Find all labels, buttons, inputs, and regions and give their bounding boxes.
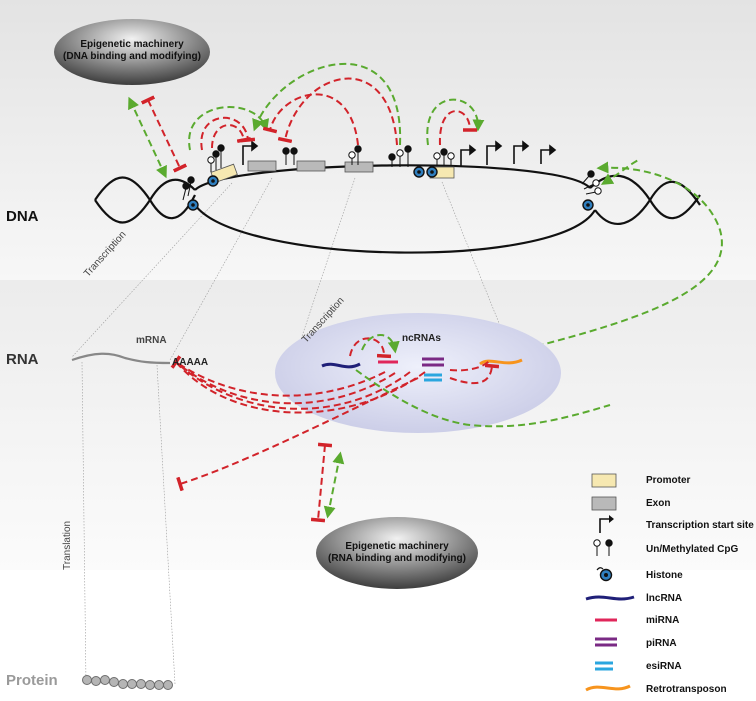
- cpg-sites: [182, 144, 602, 201]
- legend-tss-icon: [599, 515, 614, 533]
- legend-lncrna-label: lncRNA: [646, 593, 683, 604]
- protein-level-label: Protein: [6, 672, 58, 689]
- legend-promoter-icon: [591, 473, 617, 488]
- epigenetic-dna-line2: (DNA binding and modifying): [63, 51, 201, 62]
- legend-exon-icon: [591, 496, 617, 511]
- retrotransposon-symbol: [479, 358, 523, 366]
- legend-lncrna-icon: [585, 595, 635, 601]
- polya-tail: AAAAA: [172, 357, 209, 368]
- legend-pirna-label: piRNA: [646, 638, 677, 649]
- rna-level-label: RNA: [6, 351, 39, 368]
- epigenetic-dna-text: Epigenetic machinery (DNA binding and mo…: [56, 39, 208, 63]
- legend-esirna-icon: [595, 661, 613, 671]
- esirna-symbol: [424, 373, 442, 382]
- legend-retrotransposon-label: Retrotransposon: [646, 684, 727, 695]
- mrna-strand: [71, 352, 171, 365]
- exon-2: [296, 160, 326, 172]
- legend-cpg-label: Un/Methylated CpG: [646, 544, 739, 555]
- ncrna-regulation-arcs: [170, 334, 611, 523]
- legend-icons: [585, 473, 635, 692]
- legend-retrotransposon-icon: [585, 684, 631, 692]
- epigenetic-machinery-rna: [316, 517, 478, 589]
- mrna-label: mRNA: [136, 335, 167, 346]
- exon-1: [247, 160, 277, 172]
- epigenetic-rna-line2: (RNA binding and modifying): [328, 553, 466, 564]
- legend-tss-label: Transcription start site: [646, 520, 754, 531]
- lncrna-symbol: [321, 362, 361, 369]
- legend-mirna-label: miRNA: [646, 615, 680, 626]
- legend-promoter-label: Promoter: [646, 475, 691, 486]
- epigenetic-rna-text: Epigenetic machinery (RNA binding and mo…: [316, 541, 478, 565]
- translation-label: Translation: [62, 520, 73, 570]
- tss-arrows: [242, 140, 557, 167]
- legend-histone-icon: [596, 567, 613, 582]
- ncrnas-label: ncRNAs: [402, 333, 441, 344]
- legend-pirna-icon: [595, 637, 617, 647]
- protein-band: [0, 570, 756, 701]
- legend-cpg-icon: [593, 539, 613, 556]
- dna-level-label: DNA: [6, 208, 39, 225]
- legend-esirna-label: esiRNA: [646, 661, 682, 672]
- protein-chain: [82, 675, 173, 690]
- histones: [187, 166, 594, 211]
- ncrna-to-dna-arc: [461, 161, 723, 366]
- pirna-symbol: [422, 357, 444, 367]
- guide-lines: [71, 177, 521, 685]
- epigenetic-dna-line1: Epigenetic machinery: [80, 39, 184, 50]
- dna-regulation-arcs: [128, 62, 641, 185]
- epigenetic-rna-line1: Epigenetic machinery: [345, 541, 449, 552]
- epigenetic-machinery-dna: [54, 19, 210, 85]
- legend-exon-label: Exon: [646, 498, 671, 509]
- exon-3: [344, 161, 374, 173]
- legend-histone-label: Histone: [646, 570, 683, 581]
